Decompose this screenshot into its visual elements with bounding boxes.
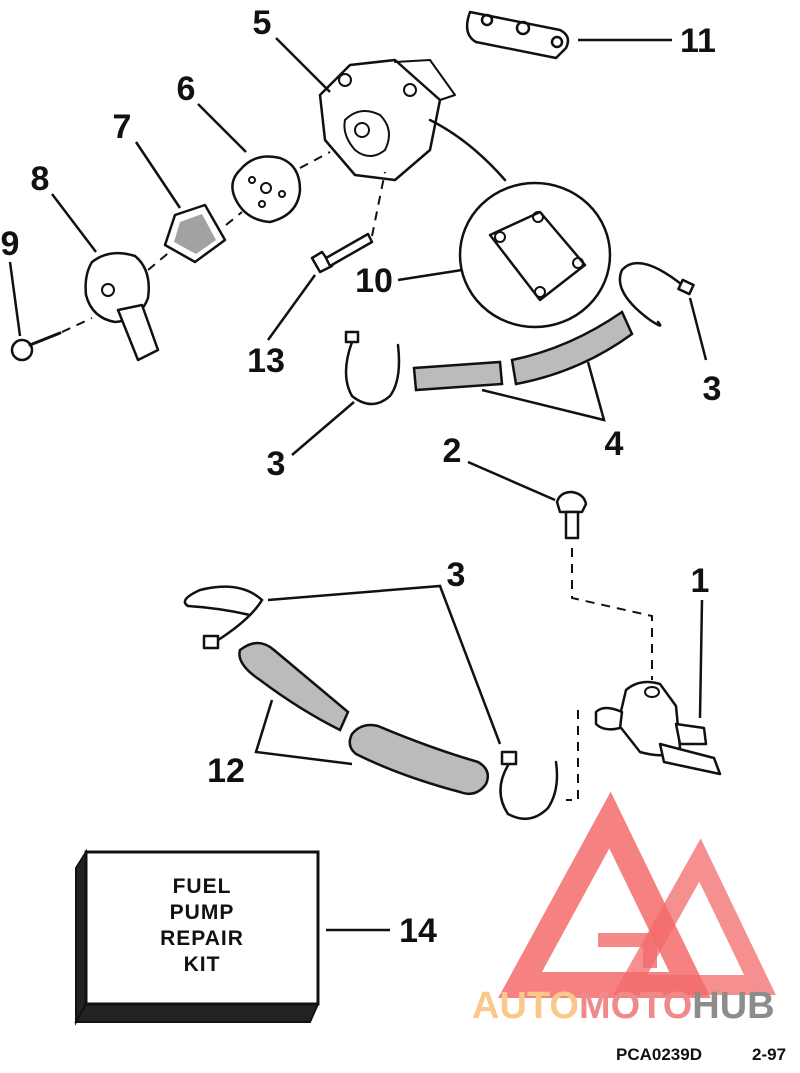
watermark-auto: AUTO (472, 985, 579, 1027)
part-8-pump-cover (84, 251, 160, 362)
callout-7: 7 (113, 108, 132, 146)
callout-4: 4 (605, 425, 624, 463)
callout-13: 13 (247, 342, 285, 380)
dash-7-6 (225, 211, 243, 226)
drawing-code: PCA0239D (616, 1045, 702, 1064)
callout-3-upper-right: 3 (703, 370, 722, 408)
part-5-pump-body (318, 58, 456, 182)
part-9-screw (10, 331, 62, 362)
part-12-hoses (238, 641, 489, 795)
callout-8: 8 (31, 160, 50, 198)
leader-3-upper-left (291, 401, 355, 456)
kit-label-line2: PUMP (170, 901, 235, 924)
leader-13 (266, 274, 317, 341)
callout-5: 5 (253, 4, 272, 42)
callout-6: 6 (177, 70, 196, 108)
date-code: 2-97 (752, 1045, 786, 1064)
kit-label-line3: REPAIR (160, 927, 244, 950)
part-11-gasket (465, 10, 570, 60)
callout-1: 1 (691, 562, 710, 600)
callout-3-upper-left: 3 (267, 445, 286, 483)
part-13-bolt (310, 232, 374, 274)
part-6-diaphragm (231, 155, 302, 224)
kit-label-line4: KIT (184, 953, 221, 976)
callout-3-lower: 3 (447, 556, 466, 594)
watermark-logo (498, 791, 776, 998)
part-3-clamps-lower (183, 585, 559, 821)
dash-2-1 (571, 548, 653, 680)
part-3-clamp-upper-left (344, 330, 401, 406)
watermark-moto: MOTO (579, 985, 692, 1027)
leader-8 (51, 193, 97, 253)
part-7-screen (163, 203, 227, 264)
part-10-mount-plate (458, 181, 612, 329)
leader-9 (8, 261, 22, 337)
part-2-bolt (555, 490, 588, 540)
callout-10: 10 (355, 262, 393, 300)
kit-label-line1: FUEL (173, 875, 232, 898)
watermark-hub: HUB (692, 985, 774, 1027)
leader-3-upper-right (688, 297, 708, 361)
dash-9-8 (61, 317, 93, 333)
leader-2 (467, 460, 556, 502)
dash-1-hose (566, 710, 579, 801)
callout-11: 11 (680, 22, 716, 60)
leader-10 (397, 268, 463, 282)
leader-12 (254, 699, 353, 766)
dash-8-7 (147, 249, 173, 271)
part-3-clamp-upper-right (618, 261, 695, 327)
leader-4 (481, 361, 606, 422)
callout-9: 9 (1, 225, 20, 263)
part-14-repair-kit: FUEL PUMP REPAIR KIT (74, 848, 320, 1026)
part-1-fuel-fitting (594, 680, 722, 776)
callout-2: 2 (443, 432, 462, 470)
leader-5 (275, 37, 331, 93)
dash-13-5 (371, 171, 386, 237)
callout-14: 14 (399, 912, 437, 950)
watermark-text: AUTOMOTOHUB (472, 985, 775, 1027)
pump-hose-link (428, 118, 507, 182)
dash-6-5 (299, 151, 331, 169)
callout-12: 12 (207, 752, 245, 790)
part-4-hoses (412, 310, 634, 392)
leader-6 (197, 103, 247, 153)
leader-1 (698, 599, 704, 719)
leader-3-lower (267, 584, 502, 745)
leader-7 (134, 141, 182, 209)
